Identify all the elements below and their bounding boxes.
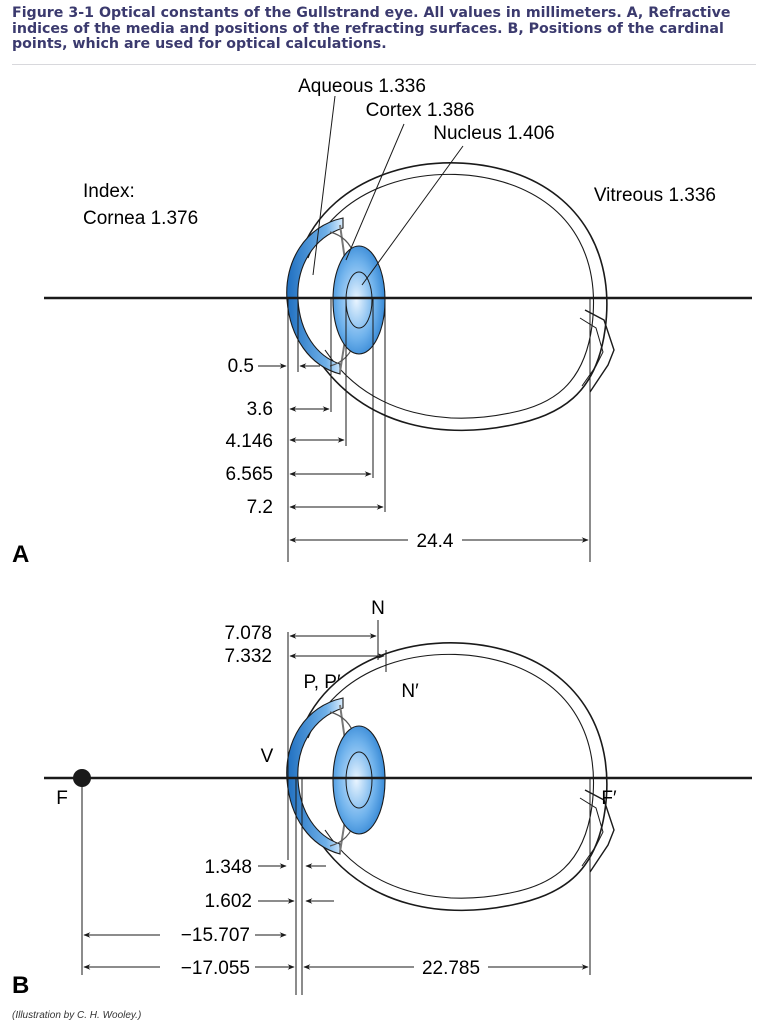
cornea-a — [286, 217, 344, 375]
dim-neg-17-055: −17.055 — [181, 958, 250, 979]
panel-b: N N′ P, P′ V F F′ 7.078 7.332 1.348 1.60… — [12, 598, 752, 999]
dim-0-5: 0.5 — [228, 356, 254, 377]
nodal-point-n-prime-label: N′ — [401, 681, 419, 702]
nucleus-label: Nucleus 1.406 — [433, 123, 554, 144]
nodal-point-n-label: N — [371, 598, 385, 619]
dim-24-4: 24.4 — [417, 531, 454, 552]
focal-f-prime-label: F′ — [601, 788, 617, 809]
vertex-v-label: V — [261, 746, 274, 767]
dim-7-078: 7.078 — [224, 623, 272, 644]
illustration-credit: (Illustration by C. H. Wooley.) — [12, 1010, 142, 1021]
panel-a: Aqueous 1.336 Cortex 1.386 Nucleus 1.406… — [12, 76, 752, 568]
lens-nucleus-b — [345, 751, 373, 809]
dim-22-785: 22.785 — [422, 958, 480, 979]
figure-caption: Figure 3-1 Optical constants of the Gull… — [12, 5, 731, 53]
panel-b-label: B — [12, 972, 29, 999]
dim-neg-15-707: −15.707 — [181, 925, 250, 946]
dim-4-146: 4.146 — [225, 431, 273, 452]
cornea-label: Cornea 1.376 — [83, 208, 198, 229]
lens-nucleus-a — [345, 271, 373, 329]
cortex-label: Cortex 1.386 — [366, 100, 475, 121]
panel-a-label: A — [12, 541, 29, 568]
focal-f-label: F — [56, 788, 68, 809]
vitreous-label: Vitreous 1.336 — [594, 185, 716, 206]
aqueous-label: Aqueous 1.336 — [298, 76, 426, 97]
dim-1-348: 1.348 — [204, 857, 252, 878]
dim-7-2: 7.2 — [247, 497, 273, 518]
dim-6-565: 6.565 — [225, 464, 273, 485]
caption-divider — [12, 64, 756, 65]
cornea-b — [286, 697, 344, 855]
dim-1-602: 1.602 — [204, 891, 252, 912]
index-title: Index: — [83, 181, 135, 202]
dim-3-6: 3.6 — [247, 399, 273, 420]
principal-points-label: P, P′ — [303, 672, 340, 693]
dim-7-332: 7.332 — [224, 646, 272, 667]
